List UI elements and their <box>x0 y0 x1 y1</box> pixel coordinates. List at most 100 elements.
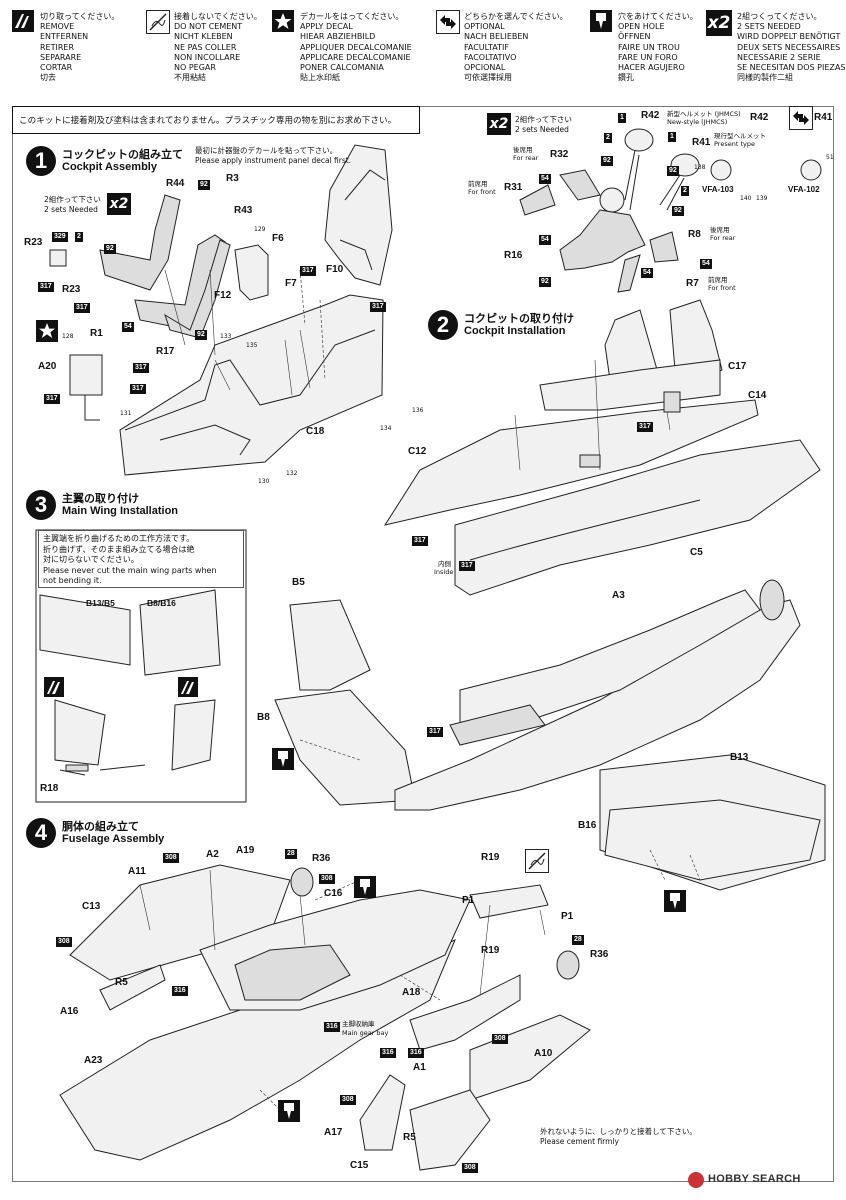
step-1-number: 1 <box>26 146 56 176</box>
paint-number: 317 <box>133 363 149 373</box>
step-2-title-en: Cockpit Installation <box>464 325 566 337</box>
paint-number: 308 <box>462 1163 478 1173</box>
paint-number: 2 <box>75 232 83 242</box>
part-label: A11 <box>128 866 146 877</box>
open-hole-icon <box>590 10 612 32</box>
optional-icon <box>789 106 813 130</box>
rear-seat-label-en: For rear <box>513 154 539 162</box>
optional-icon <box>436 10 460 34</box>
inset-label: B8/B16 <box>147 598 176 608</box>
cement-note-jp: 外れないように、しっかりと接着して下さい。 <box>540 1127 697 1136</box>
step-1-two-sets-en: 2 sets Needed <box>44 205 98 214</box>
open-hole-icon <box>354 876 376 898</box>
x2-icon: x2 <box>706 10 732 36</box>
part-label: R42 <box>750 112 769 123</box>
decal-icon <box>36 320 58 342</box>
cut-icon <box>44 677 64 697</box>
paint-number: 308 <box>492 1034 508 1044</box>
step-1-decal-note-jp: 最初に計器盤のデカールを貼って下さい。 <box>195 146 338 155</box>
paint-number: 317 <box>38 282 54 292</box>
decal-number: 130 <box>258 478 270 485</box>
step-3-title-jp: 主翼の取り付け <box>62 492 139 505</box>
paint-number: 54 <box>539 235 551 245</box>
step-4-title-jp: 胴体の組み立て <box>62 820 139 833</box>
step-4-number: 4 <box>26 818 56 848</box>
part-label: R19 <box>481 852 500 863</box>
part-label: R3 <box>226 173 239 184</box>
decal-number: 128 <box>62 333 74 340</box>
part-label: R36 <box>590 949 609 960</box>
inside-label-jp: 内側 <box>438 560 451 568</box>
cut-icon <box>12 10 34 32</box>
part-label: A1 <box>413 1062 426 1073</box>
rear-seat-label-jp: 後席用 <box>710 226 730 234</box>
part-label: R44 <box>166 178 185 189</box>
decal-number: 138 <box>694 164 706 171</box>
paint-number: 1 <box>618 113 626 123</box>
paint-number: 308 <box>340 1095 356 1105</box>
paint-number: 317 <box>300 266 316 276</box>
part-label: A16 <box>60 1006 79 1017</box>
part-label: A23 <box>84 1055 103 1066</box>
step-1-two-sets-jp: 2組作って下さい <box>44 195 101 204</box>
step-2-number: 2 <box>428 310 458 340</box>
part-label: A18 <box>402 987 421 998</box>
helmet-present-jp: 現行型ヘルメット <box>714 132 766 140</box>
front-seat-label-en: For front <box>708 284 736 292</box>
paint-number: 317 <box>370 302 386 312</box>
part-label: C12 <box>408 446 427 457</box>
helmet-new-jp: 新型ヘルメット (JHMCS) <box>667 110 741 118</box>
step-1-title-en: Cockpit Assembly <box>62 161 157 173</box>
part-label: F12 <box>214 290 232 301</box>
part-label: B8 <box>257 712 270 723</box>
paint-number: 92 <box>104 244 116 254</box>
paint-number: 28 <box>285 849 297 859</box>
no-cement-icon <box>146 10 170 34</box>
paint-number: 317 <box>74 303 90 313</box>
unit-label-vfa-103: VFA-103 <box>702 185 734 194</box>
hobby-search-logo-icon <box>688 1172 704 1188</box>
part-label: R7 <box>686 278 699 289</box>
paint-number: 2 <box>681 186 689 196</box>
part-label: R36 <box>312 853 331 864</box>
paint-number: 317 <box>637 422 653 432</box>
step-3-title-en: Main Wing Installation <box>62 505 179 517</box>
decal-number: 140 <box>740 195 752 202</box>
step-1-title-jp: コックピットの組み立て <box>62 148 183 161</box>
part-label: F10 <box>326 264 344 275</box>
inset-label: B13/B5 <box>86 598 115 608</box>
step-3-number: 3 <box>26 490 56 520</box>
decal-icon <box>272 10 294 32</box>
paint-number: 317 <box>130 384 146 394</box>
paint-number: 54 <box>539 174 551 184</box>
open-hole-icon <box>272 748 294 770</box>
part-label: C5 <box>690 547 703 558</box>
part-label: R16 <box>504 250 523 261</box>
watermark: HOBBY SEARCH <box>708 1173 801 1185</box>
paint-number: 316 <box>408 1048 424 1058</box>
paint-number: 308 <box>319 874 335 884</box>
paint-number: 54 <box>122 322 134 332</box>
part-label: C17 <box>728 361 747 372</box>
part-label: R5 <box>403 1132 416 1143</box>
part-label: R23 <box>62 284 81 295</box>
paint-number: 317 <box>412 536 428 546</box>
paint-number: 317 <box>459 561 475 571</box>
open-hole-icon <box>664 890 686 912</box>
wing-fold-note: 主翼端を折り曲げるための工作方法です。 折り曲げず、そのまま組み立てる場合は絶 … <box>38 530 244 588</box>
paint-number: 308 <box>56 937 72 947</box>
front-seat-label-jp: 前席用 <box>468 180 488 188</box>
paint-number: 54 <box>641 268 653 278</box>
paint-number: 54 <box>700 259 712 269</box>
part-label: C13 <box>82 901 101 912</box>
paint-number: 329 <box>52 232 68 242</box>
paint-number: 92 <box>198 180 210 190</box>
rear-seat-label-en: For rear <box>710 234 736 242</box>
cut-icon <box>178 677 198 697</box>
paint-number: 92 <box>601 156 613 166</box>
part-label: R42 <box>641 110 660 121</box>
